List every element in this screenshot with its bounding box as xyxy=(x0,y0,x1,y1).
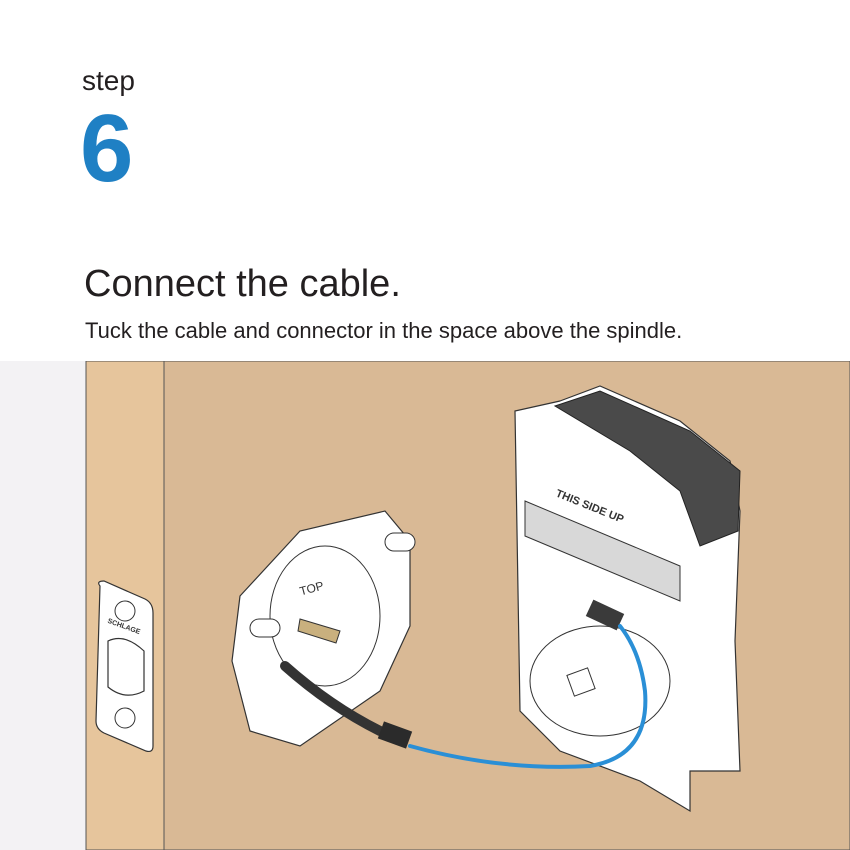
cable-connector xyxy=(377,721,413,749)
step-label: step xyxy=(82,65,135,96)
installation-illustration: SCHLAGE TOP THIS SIDE UP xyxy=(0,361,850,850)
page-title: Connect the cable. xyxy=(84,263,401,305)
screw-icon xyxy=(114,600,136,622)
lock-connector xyxy=(585,599,625,631)
step-number: 6 xyxy=(80,95,134,202)
instruction-text: Tuck the cable and connector in the spac… xyxy=(85,318,683,343)
wall xyxy=(0,361,86,850)
mounting-plate-label: TOP xyxy=(298,579,325,599)
motor-housing xyxy=(553,390,741,547)
strike-plate: SCHLAGE xyxy=(95,580,154,753)
mounting-plate: TOP xyxy=(231,510,416,747)
blue-cable xyxy=(408,624,648,769)
screw-icon xyxy=(114,707,136,729)
short-cable xyxy=(280,661,413,749)
lock-body: THIS SIDE UP xyxy=(514,385,741,813)
